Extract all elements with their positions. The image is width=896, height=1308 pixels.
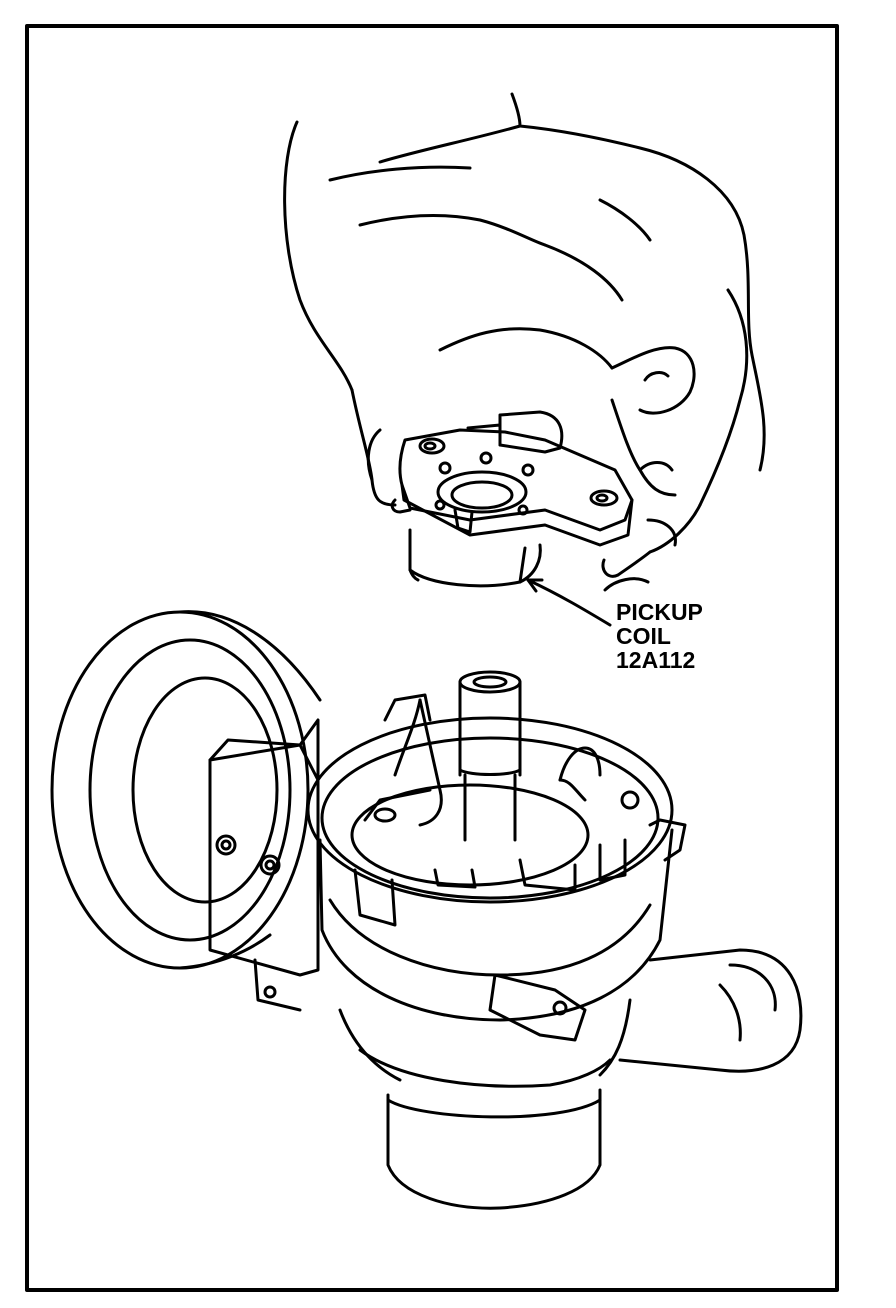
pickup-coil-drawing xyxy=(390,410,634,588)
figure-frame xyxy=(25,24,839,1292)
pickup-coil-label: PICKUP COIL 12A112 xyxy=(616,600,703,672)
callout-leader xyxy=(526,578,612,627)
callout-line-2: COIL xyxy=(616,623,671,649)
callout-line-1: PICKUP xyxy=(616,599,703,625)
hand-drawing xyxy=(283,92,766,592)
distributor-drawing xyxy=(50,610,803,1210)
callout-line-3: 12A112 xyxy=(616,647,696,673)
